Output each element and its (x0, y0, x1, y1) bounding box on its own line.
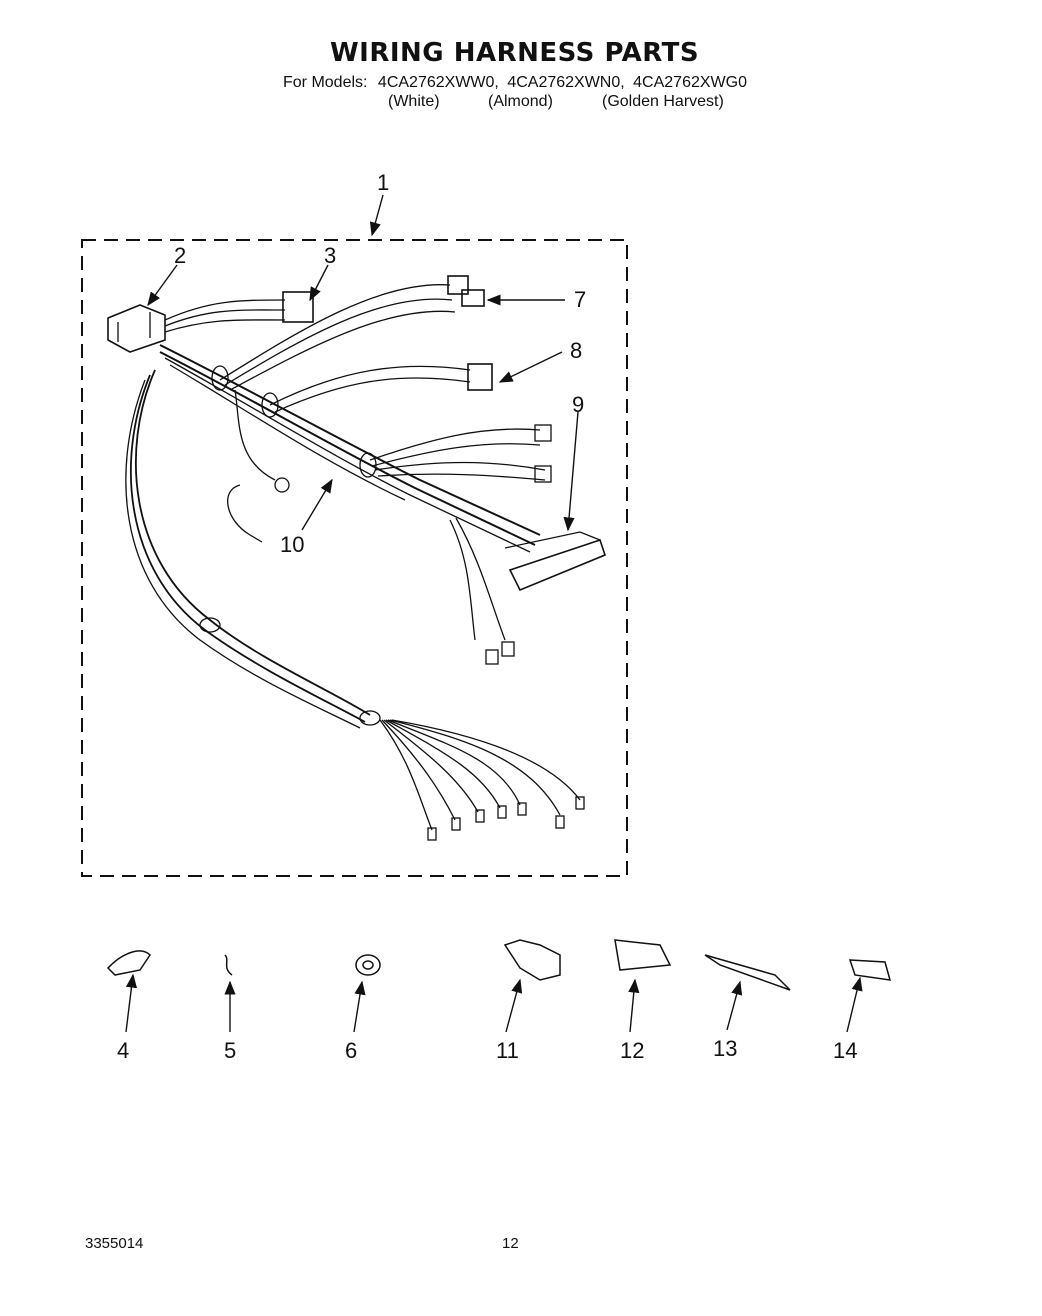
callout-3: 3 (324, 243, 336, 268)
callout-14: 14 (833, 1038, 857, 1063)
page-title: WIRING HARNESS PARTS (330, 38, 700, 68)
models-prefix: For Models: (283, 74, 368, 91)
callout-1: 1 (377, 170, 389, 195)
callout-2: 2 (174, 243, 186, 268)
callout-8: 8 (570, 338, 582, 363)
callout-7: 7 (574, 287, 586, 312)
variant-almond: (Almond) (488, 93, 553, 110)
variant-golden: (Golden Harvest) (602, 93, 724, 110)
callout-13: 13 (713, 1036, 737, 1061)
model-white: 4CA2762XWW0, (377, 74, 499, 91)
models-line: For Models: 4CA2762XWW0, 4CA2762XWN0, 4C… (283, 74, 747, 92)
model-almond: 4CA2762XWN0, (507, 74, 625, 91)
callout-6: 6 (345, 1038, 357, 1063)
leader-lines (125, 194, 863, 1033)
variant-white: (White) (388, 93, 440, 110)
callout-10: 10 (280, 532, 304, 557)
part-number: 3355014 (85, 1235, 144, 1252)
callout-12: 12 (620, 1038, 644, 1063)
callout-9: 9 (572, 392, 584, 417)
assembly-frame (81, 239, 628, 877)
page-number: 12 (502, 1235, 519, 1252)
model-golden: 4CA2762XWG0 (633, 74, 747, 91)
callout-4: 4 (117, 1038, 129, 1063)
harness-drawing (107, 275, 606, 841)
callout-5: 5 (224, 1038, 236, 1063)
loose-parts (106, 939, 892, 991)
callout-11: 11 (496, 1038, 519, 1063)
